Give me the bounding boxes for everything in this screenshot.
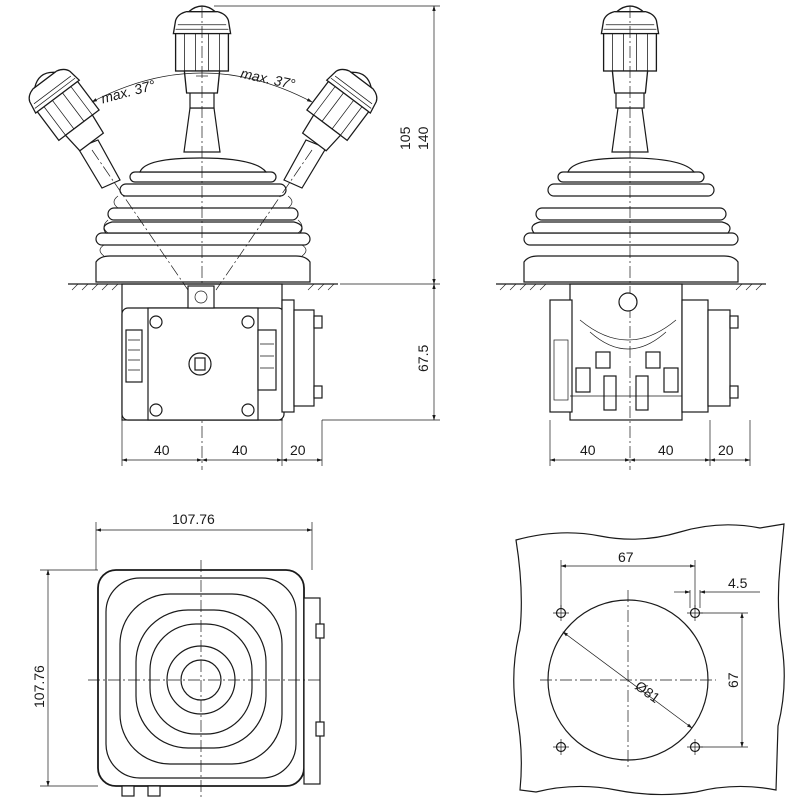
front-width-mid-label: 40: [658, 442, 674, 458]
front-view: 40 40 20: [496, 5, 766, 470]
side-width-right-label: 20: [290, 442, 306, 458]
rubber-boot-front: [523, 157, 739, 283]
hole-spacing-y-label: 67: [725, 672, 741, 688]
side-view: max. 37° max. 37°: [19, 5, 440, 470]
cutout-dimensions: 67 4.5 67: [560, 549, 760, 748]
front-width-dimensions: 40 40 20: [549, 420, 751, 466]
hole-diameter-label: 4.5: [728, 575, 748, 591]
side-width-left-label: 40: [154, 442, 170, 458]
side-width-dimensions: 40 40 20: [121, 420, 323, 466]
height-67-5-label: 67.5: [415, 345, 431, 372]
rubber-boot: [95, 157, 311, 283]
height-105-label: 105: [397, 126, 413, 150]
cutout-diameter-label: Ø81: [632, 677, 663, 706]
angle-left-label: max. 37°: [99, 77, 157, 107]
switch-housing: [121, 283, 323, 421]
panel-cutout: Ø81 67 4.5 67: [513, 523, 785, 796]
top-view-dimensions: 107.76 107.76: [31, 511, 313, 787]
mounting-holes: [553, 605, 703, 755]
front-width-right-label: 20: [718, 442, 734, 458]
top-width-label: 107.76: [172, 511, 215, 527]
front-width-left-label: 40: [580, 442, 596, 458]
switch-mechanism: [549, 283, 739, 421]
side-height-dimensions: 105 140 67.5: [214, 5, 440, 421]
side-width-mid-label: 40: [232, 442, 248, 458]
mounting-plate-hatch-front: [496, 283, 766, 291]
angle-right-label: max. 37°: [239, 65, 297, 92]
hole-spacing-x-label: 67: [618, 549, 634, 565]
height-140-label: 140: [415, 126, 431, 150]
top-view: 107.76 107.76: [31, 511, 325, 798]
top-height-label: 107.76: [31, 665, 47, 708]
